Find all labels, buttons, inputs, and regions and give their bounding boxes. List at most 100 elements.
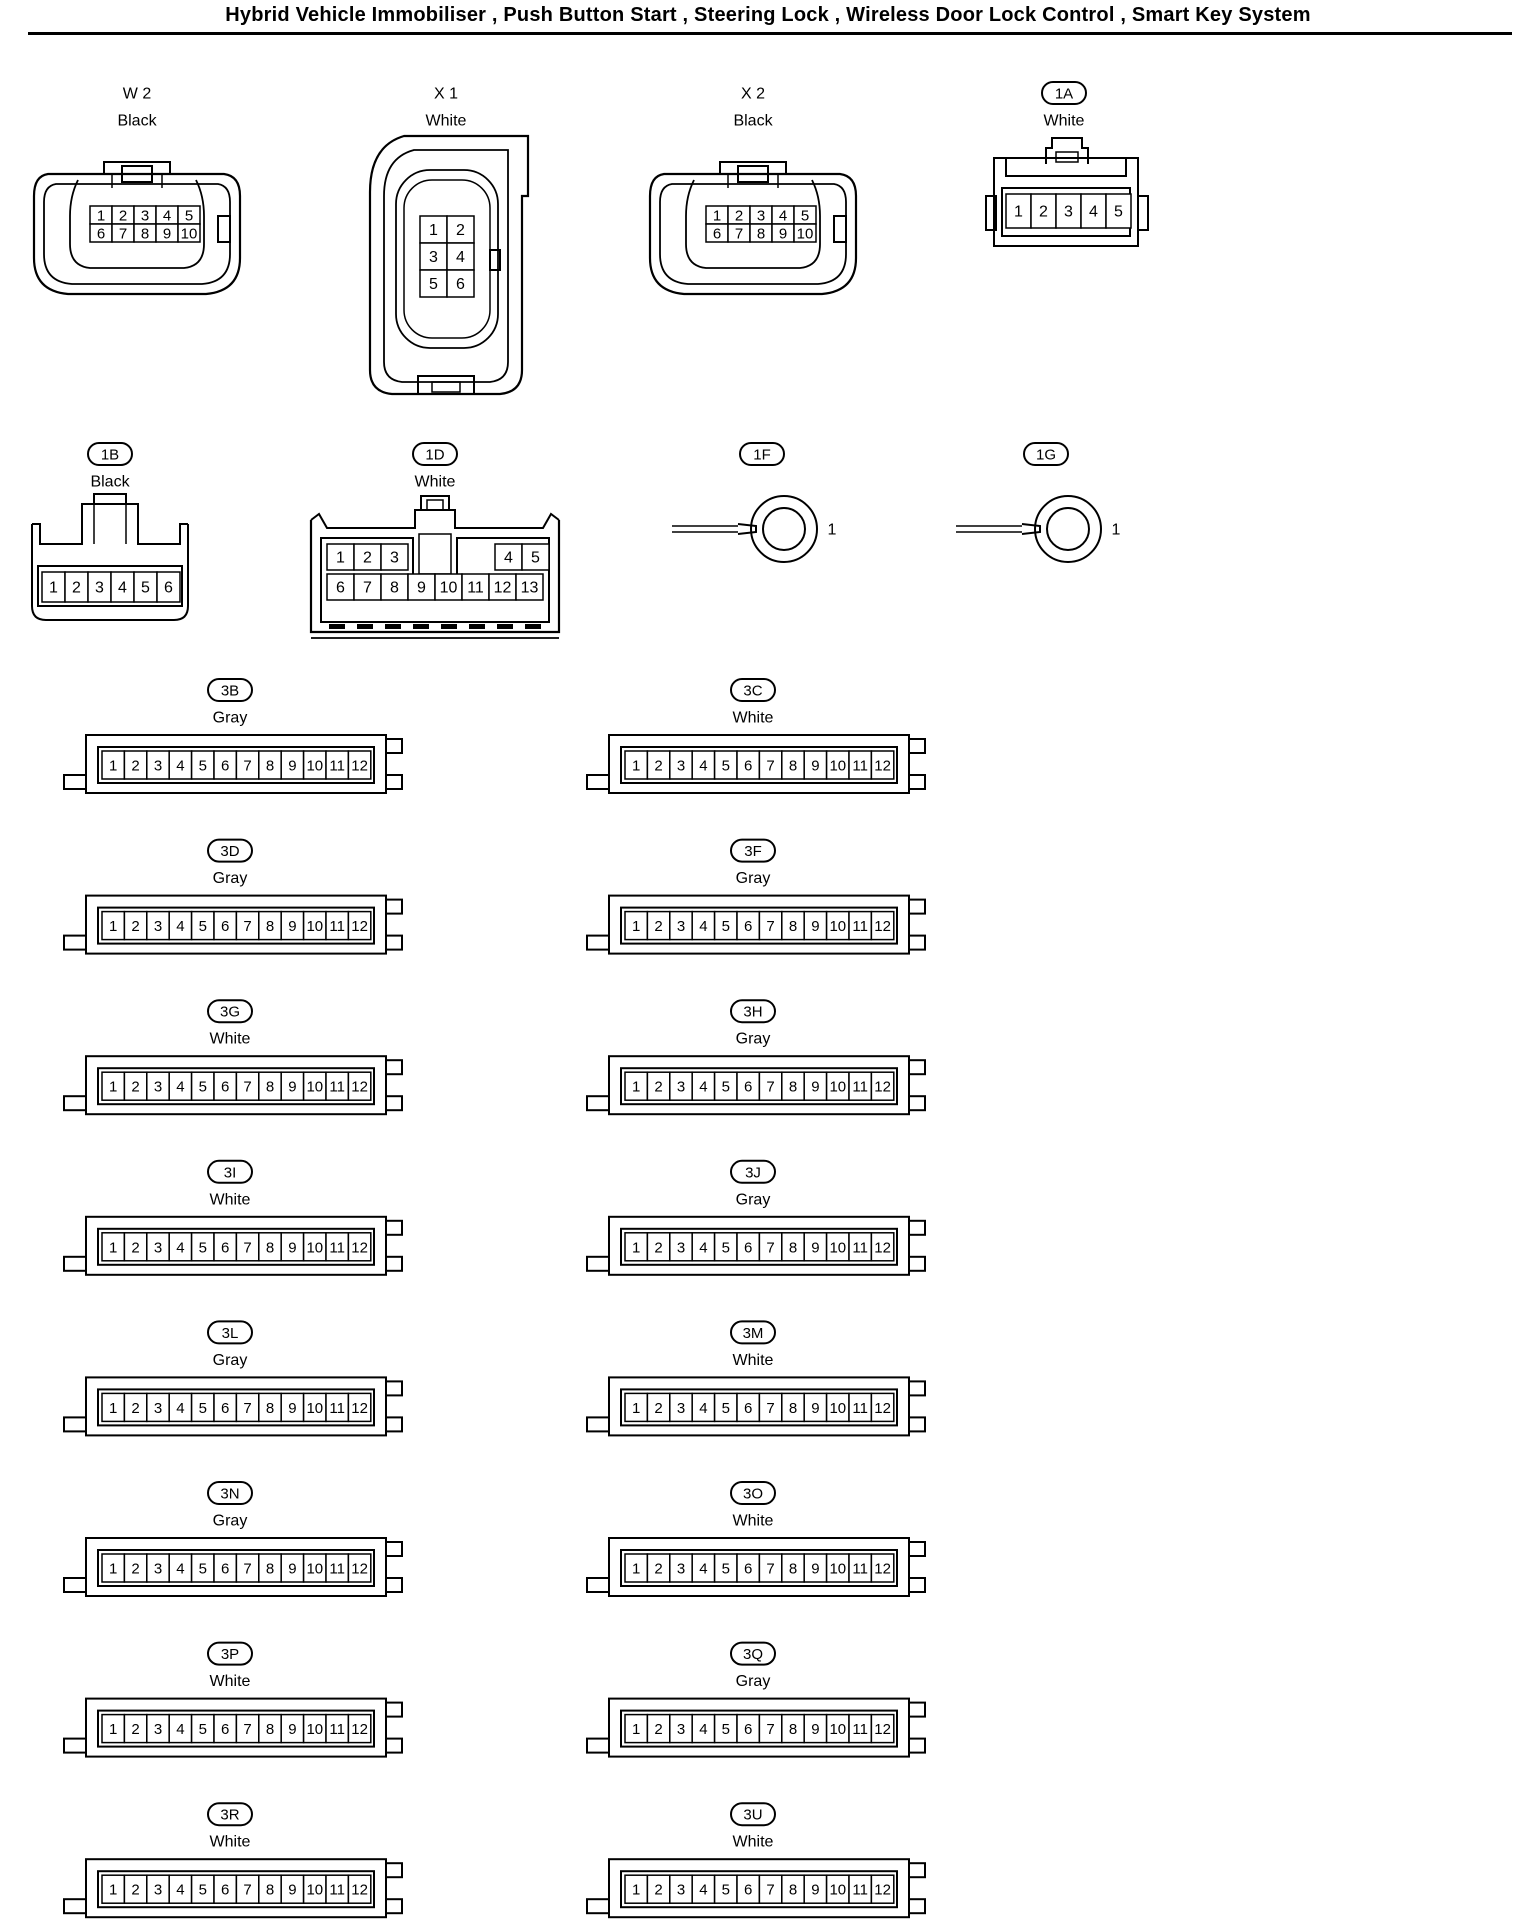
pin-number: 4 [699,1400,707,1417]
pin-number: 11 [467,580,484,597]
pin-number: 8 [266,1079,274,1096]
pin-number: 2 [131,1400,139,1417]
pin-number: 9 [811,758,819,775]
pin-number: 10 [306,1239,323,1256]
pin-cell [1005,193,1032,229]
pin-number: 10 [306,1400,323,1417]
pin-number: 1 [429,222,438,239]
pin-number: 3 [677,1400,685,1417]
connector-code-oval [730,838,776,863]
pin-number: 7 [766,1079,774,1096]
pin-number: 5 [199,1561,207,1578]
pin-number: 8 [757,226,765,243]
pin-number: 11 [852,1882,868,1899]
pin-number: 12 [874,1882,891,1899]
pin-number: 3 [154,1079,162,1096]
pin-number: 6 [221,1239,229,1256]
pin-number: 1 [632,1400,640,1417]
connector-color: Black [90,474,130,491]
pin-number: 10 [829,918,846,935]
pin-number: 7 [766,758,774,775]
pin-number: 3 [154,1721,162,1738]
connector-code: 3O [743,1486,763,1503]
connector-color: Gray [736,870,771,887]
pin-number: 8 [789,1882,797,1899]
pin-number: 2 [654,1882,662,1899]
pin-number: 9 [288,758,296,775]
pin-number: 8 [141,226,149,243]
pin-cell [347,1232,372,1262]
pin-number: 2 [72,580,81,597]
pin-number: 10 [306,1721,323,1738]
pin-number: 12 [351,1079,368,1096]
pin-cell [870,1392,895,1423]
pin-number: 12 [494,580,512,597]
connector-code-oval [207,838,253,863]
pin-number: 2 [131,1079,139,1096]
pin-number: 7 [766,1239,774,1256]
pin-number: 11 [329,1882,345,1899]
pin-number: 9 [811,1561,819,1578]
pin-number: 6 [744,758,752,775]
pin-cell [494,543,523,571]
pin-number: 9 [288,1079,296,1096]
pin-number: 3 [141,208,149,225]
pin-number: 2 [654,758,662,775]
connector-code: W 2 [123,86,152,103]
pin-number: 1 [109,1239,117,1256]
connector-color: Gray [213,710,248,727]
pin-number: 7 [766,1561,774,1578]
pin-number: 7 [243,1079,251,1096]
connector-code-oval [207,999,253,1024]
pin-number: 5 [722,1561,730,1578]
pin-number: 7 [363,580,372,597]
pin-number: 6 [221,1721,229,1738]
pin-cell [870,910,895,941]
pin-cell [380,543,409,571]
connector-color: Gray [736,1673,771,1690]
pin-number: 2 [654,1721,662,1738]
connector-color: White [426,113,467,130]
connector-code: X 2 [741,86,765,103]
pin-number: 12 [874,1721,891,1738]
connector-code-oval [730,1802,776,1827]
pin-number: 1 [109,1079,117,1096]
pin-number: 7 [243,918,251,935]
pin-number: 12 [874,1079,891,1096]
connector-color: Black [733,113,773,130]
pin-number: 13 [521,580,539,597]
pin-number: 2 [654,1239,662,1256]
pin-number: 9 [288,1721,296,1738]
pin-cell [347,910,372,941]
connector-color: White [210,1834,251,1851]
pin-number: 3 [154,1239,162,1256]
pin-number: 5 [199,1239,207,1256]
pin-number: 3 [677,758,685,775]
pin-number: 5 [722,1721,730,1738]
pin-number: 9 [811,1400,819,1417]
connector-code: 1D [425,447,444,464]
pin-number: 12 [351,918,368,935]
pin-number: 11 [852,1721,868,1738]
pin-number: 10 [829,1239,846,1256]
pin-number: 8 [266,758,274,775]
pin-number: 1 [632,1561,640,1578]
pin-number: 9 [811,1882,819,1899]
pin-number: 3 [154,758,162,775]
page-title: Hybrid Vehicle Immobiliser , Push Button… [225,4,1311,26]
pin-number: 8 [789,1079,797,1096]
pin-cell [870,750,895,780]
pin-number: 10 [797,226,814,243]
pin-cell [793,223,817,243]
pin-number: 8 [789,918,797,935]
pin-cell [1105,193,1132,229]
pin-number: 2 [654,918,662,935]
pin-number: 10 [306,1882,323,1899]
pin-number: 6 [744,1561,752,1578]
